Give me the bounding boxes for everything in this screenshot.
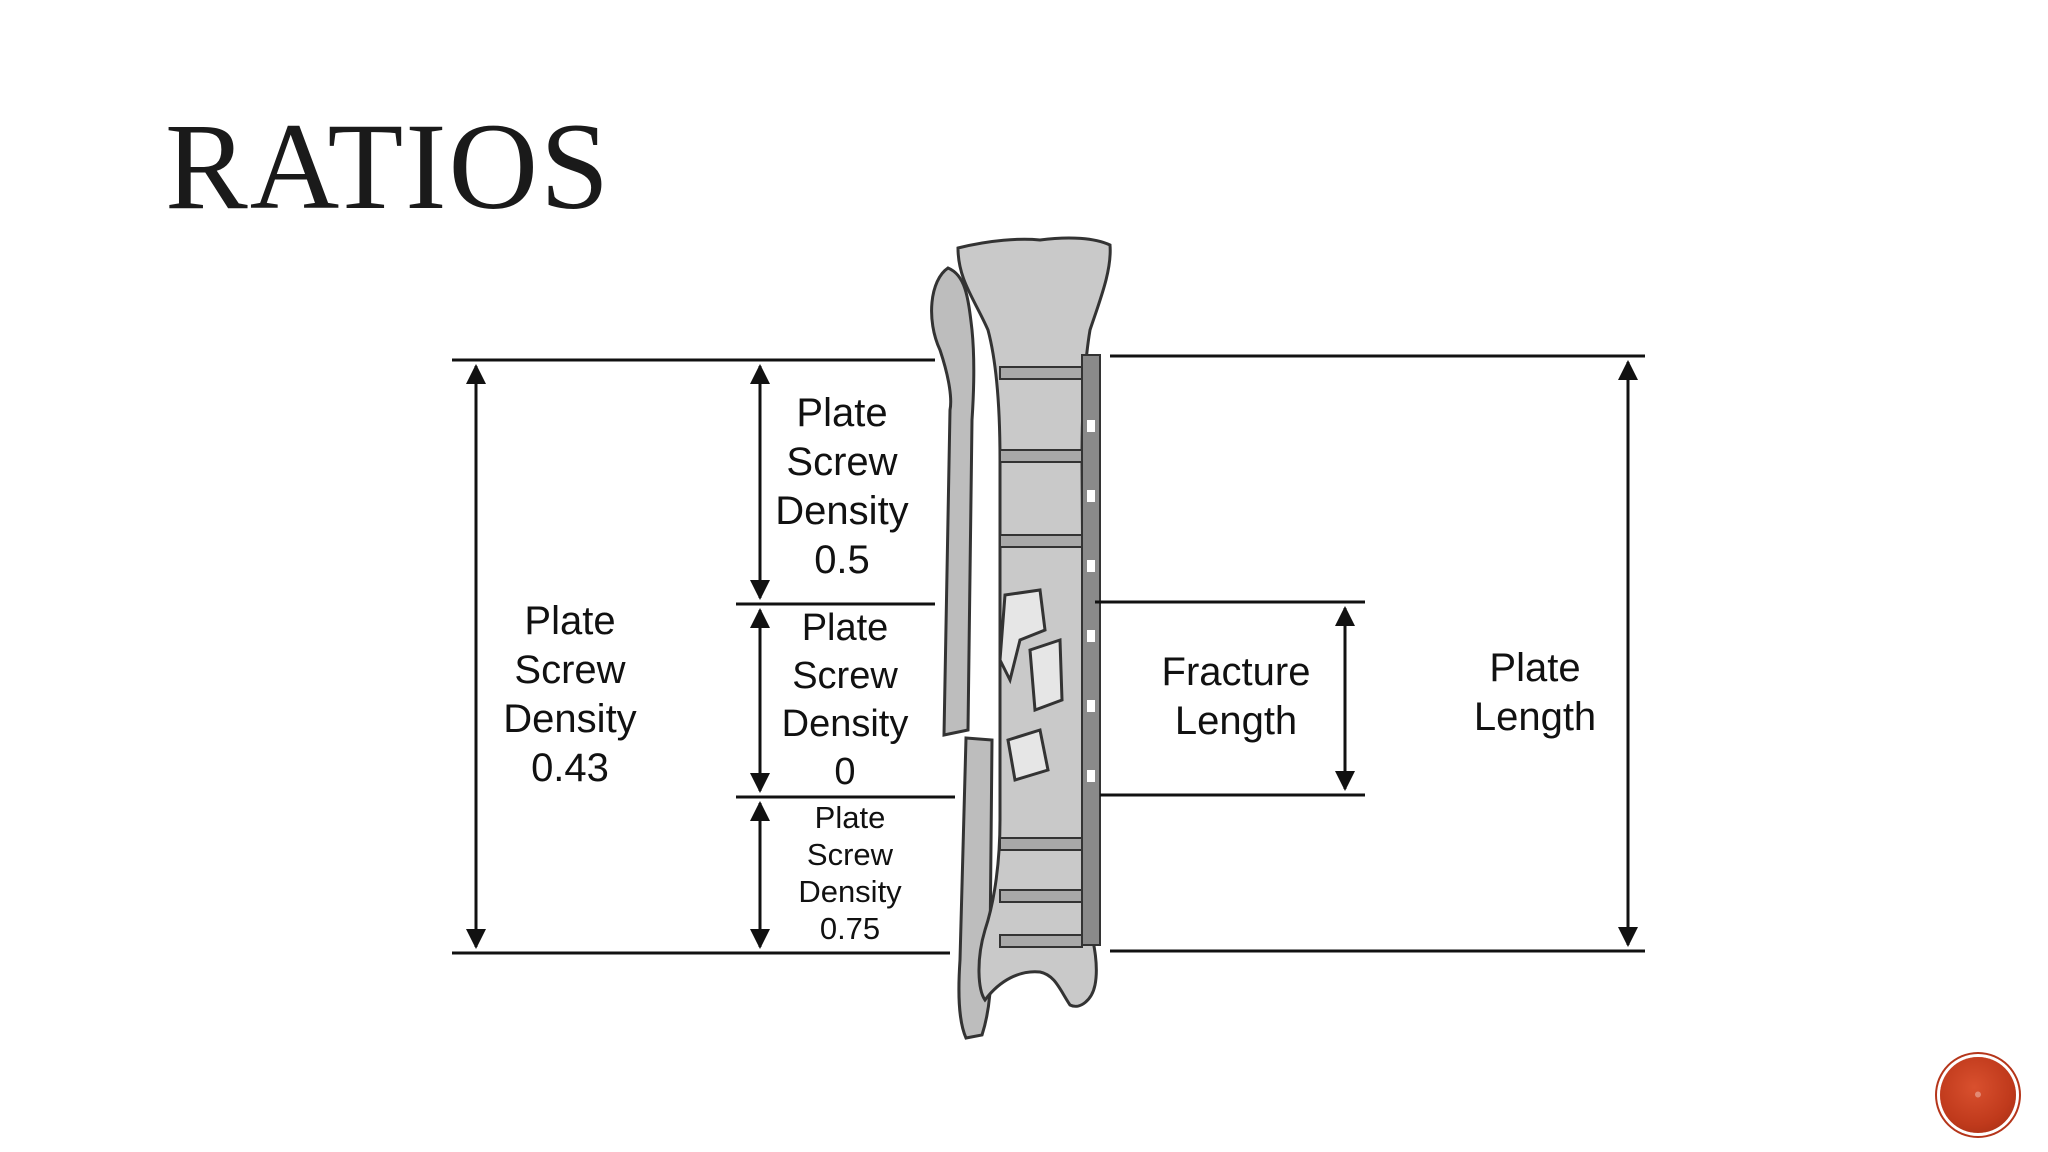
fracture-fragment xyxy=(1028,637,1064,713)
seg-bottom-density-label: Plate Screw Density 0.75 xyxy=(798,800,902,946)
label-line: Plate xyxy=(802,607,889,649)
label-line: 0 xyxy=(834,751,855,793)
seg-mid-density-label: Plate Screw Density 0 xyxy=(782,607,909,793)
label-line: Density xyxy=(775,489,908,533)
label-line: 0.43 xyxy=(531,746,609,790)
label-line: Density xyxy=(503,697,636,741)
label-line: Plate xyxy=(1489,646,1580,690)
label-line: Plate xyxy=(796,391,887,435)
fracture-fragment xyxy=(998,588,1047,685)
label-line: Density xyxy=(782,703,909,745)
label-line: Screw xyxy=(514,648,625,692)
circle-nav-icon: • xyxy=(1974,1082,1982,1107)
label-line: Density xyxy=(798,874,902,909)
label-line: Screw xyxy=(786,440,897,484)
seg-top-density-label: Plate Screw Density 0.5 xyxy=(775,391,908,582)
reference-lines xyxy=(452,354,1645,955)
slide-title: RATIOS xyxy=(165,98,612,235)
plate-length-label: Plate Length xyxy=(1474,646,1596,739)
plate-holes xyxy=(1087,420,1095,782)
label-line: Plate xyxy=(815,800,886,835)
fracture-fragment xyxy=(1006,728,1050,782)
dimension-arrows xyxy=(466,360,1638,949)
screws xyxy=(999,366,1083,948)
label-line: Fracture xyxy=(1162,650,1311,694)
fracture-length-label: Fracture Length xyxy=(1162,650,1311,743)
left-density-label: Plate Screw Density 0.43 xyxy=(503,599,636,790)
label-line: Screw xyxy=(792,655,898,697)
plate xyxy=(1081,354,1101,946)
label-line: Length xyxy=(1474,695,1596,739)
slide-nav-button[interactable]: • xyxy=(1940,1057,2016,1133)
label-line: Length xyxy=(1175,699,1297,743)
label-line: Screw xyxy=(807,837,894,872)
fibula xyxy=(930,266,976,737)
label-line: 0.5 xyxy=(814,538,870,582)
label-line: Plate xyxy=(524,599,615,643)
label-line: 0.75 xyxy=(820,911,880,946)
tibia-fibula-illustration xyxy=(930,236,1112,1040)
